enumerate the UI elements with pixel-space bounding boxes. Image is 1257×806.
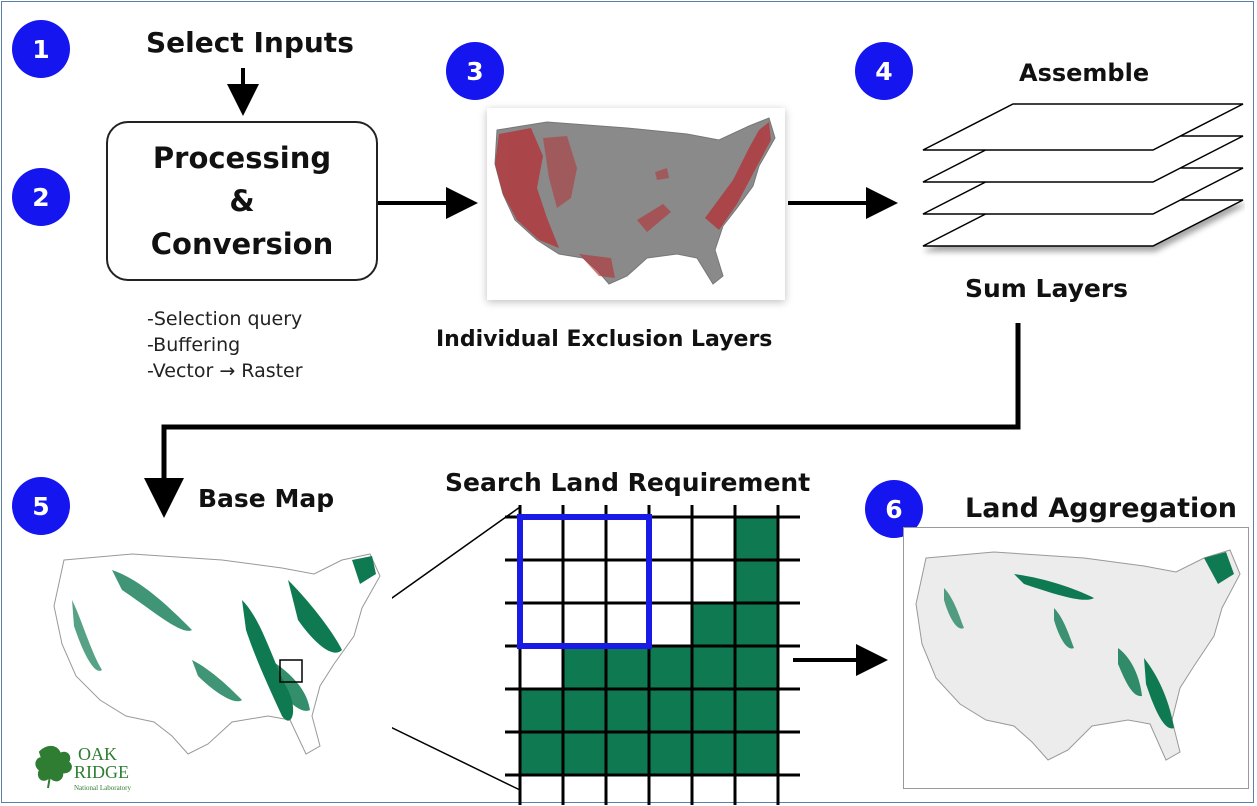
zoom-box (279, 659, 303, 683)
grid-cell-filled (692, 603, 735, 646)
select-inputs-title: Select Inputs (146, 26, 354, 59)
exclusion-map (494, 117, 776, 285)
grid-cell-filled (563, 732, 606, 775)
grid-cell-filled (606, 689, 649, 732)
search-grid (505, 505, 800, 805)
grid-cell-filled (735, 603, 778, 646)
step-badge-4: 4 (855, 42, 913, 100)
aggregation-green-areas (944, 552, 1234, 729)
step-badge-2: 2 (12, 168, 70, 226)
grid-cell-filled (735, 689, 778, 732)
grid-cell-filled (692, 732, 735, 775)
processing-notes: -Selection query -Buffering -Vector → Ra… (147, 306, 303, 384)
logo-oak-text: OAK (78, 744, 117, 764)
search-window (517, 514, 652, 649)
grid-cell-filled (520, 732, 563, 775)
grid-cell-filled (692, 689, 735, 732)
sum-layers-title: Sum Layers (965, 274, 1129, 303)
base-map (53, 553, 381, 755)
logo-ridge-text: RIDGE (74, 762, 129, 782)
step-badge-3: 3 (446, 42, 504, 100)
grid-cell-filled (520, 689, 563, 732)
processing-line-2: & (229, 183, 255, 218)
base-map-outline (53, 553, 381, 755)
note-buffering: -Buffering (147, 334, 241, 356)
assemble-title: Assemble (1019, 59, 1150, 87)
base-map-title: Base Map (198, 484, 335, 513)
aggregation-map-outline (915, 549, 1241, 761)
land-aggregation-title: Land Aggregation (965, 493, 1238, 524)
grid-cell-filled (735, 517, 778, 560)
stacked-layers (922, 103, 1244, 247)
step-badge-5: 5 (12, 477, 70, 535)
base-map-green-areas (72, 556, 376, 721)
grid-cell-filled (606, 732, 649, 775)
grid-cell-filled (606, 646, 649, 689)
note-vector-raster: -Vector → Raster (147, 360, 303, 382)
aggregation-map-card (903, 527, 1249, 789)
grid-cell-filled (692, 646, 735, 689)
step-badge-1: 1 (12, 20, 70, 78)
processing-line-1: Processing (152, 140, 332, 175)
exclusion-map-card (487, 108, 785, 300)
oak-leaf-icon (35, 746, 72, 789)
grid-cell-filled (735, 560, 778, 603)
exclusion-areas (495, 122, 771, 278)
base-map-card (42, 540, 392, 770)
grid-cell-filled (563, 646, 606, 689)
grid-cell-filled (649, 732, 692, 775)
logo-lab-text: National Laboratory (74, 784, 131, 792)
grid-cell-filled (649, 689, 692, 732)
ornl-logo: OAK RIDGE National Laboratory (35, 744, 131, 792)
grid-cell-filled (649, 646, 692, 689)
layer-1 (922, 103, 1244, 151)
arrow-sum-to-basemap (144, 323, 1021, 518)
note-selection-query: -Selection query (147, 308, 303, 330)
grid-cell-filled (735, 732, 778, 775)
grid-cell-filled (735, 646, 778, 689)
aggregation-map (915, 549, 1241, 761)
exclusion-layers-title: Individual Exclusion Layers (436, 327, 773, 352)
grid-cell-filled (563, 689, 606, 732)
search-land-title: Search Land Requirement (445, 468, 811, 497)
processing-line-3: Conversion (150, 226, 334, 261)
processing-box: Processing & Conversion (106, 121, 378, 281)
